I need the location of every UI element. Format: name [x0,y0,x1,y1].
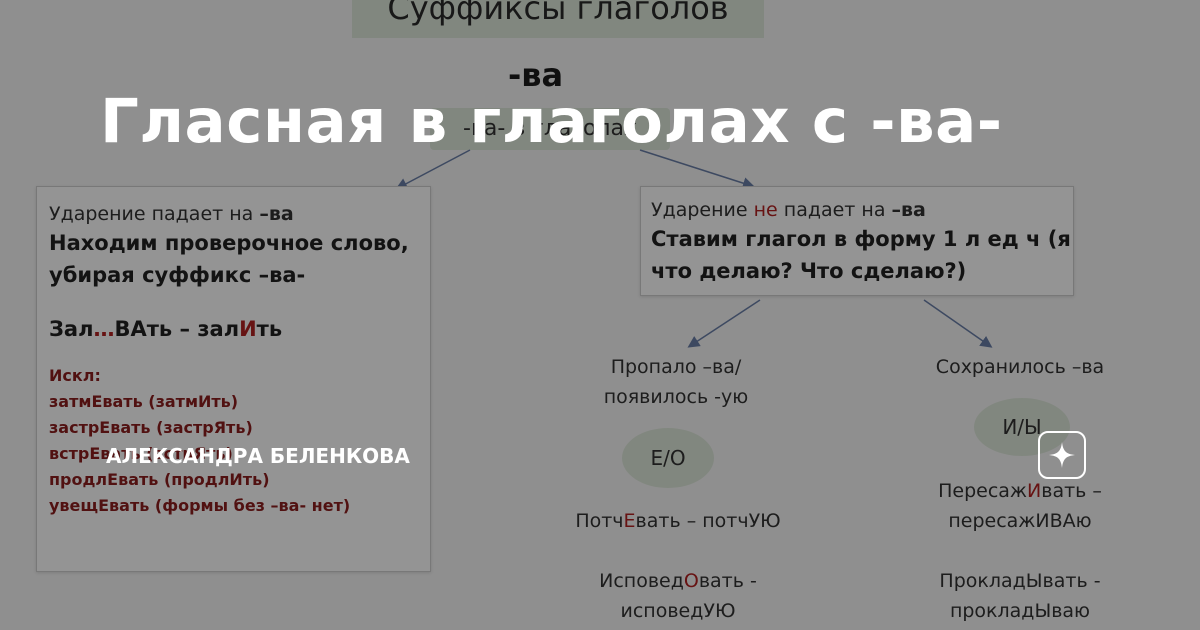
example-part: вать - [698,570,757,592]
diagram-title: Суффиксы глаголов [352,0,764,38]
example-part: Потч [575,510,624,532]
example-line: исповедУЮ [620,600,736,622]
author-name[interactable]: АЛЕКСАНДРА БЕЛЕНКОВА [106,444,410,468]
example-line: ПрокладЫвать - [939,570,1101,592]
stress-suffix: –ва [259,203,294,225]
example-part: ть [256,317,283,341]
example-line: ИсповедОвать - [540,566,816,596]
example-part: вать – [1041,480,1102,502]
example-ispovedovat: ИсповедОвать - исповедУЮ [540,566,816,626]
example-line: Зал…ВАть – залИть [49,313,418,345]
stress-line: Ударение не падает на –ва [651,197,1063,223]
heading-line: появилось -ую [603,386,749,408]
example-part: Пересаж [938,480,1028,502]
exception-item: застрЕвать (застрЯть) [49,418,253,437]
example-gap: … [93,317,115,341]
article-headline[interactable]: Гласная в глаголах с -ва- [100,86,1003,157]
ellipse-i-y: И/Ы [974,398,1070,456]
example-line: ПересажИвать – [910,476,1130,506]
rule-line-2: что делаю? Что сделаю?) [651,259,967,283]
stress-suffix: –ва [891,199,926,221]
arrow-left [395,149,471,190]
example-vowel: И [239,317,257,341]
example-potchevat: ПотчЕвать – потчУЮ [540,506,816,536]
example-vowel: О [683,570,699,592]
rule-line-1: Находим проверочное слово, [49,231,409,255]
branch-heading-right: Сохранилось –ва [910,352,1130,382]
example-vowel: Е [623,510,636,532]
rule-box-stressed: Ударение падает на –ва Находим проверочн… [36,186,431,572]
exception-item: встрЕвать (встрЯть) [49,444,233,463]
exception-item: затмЕвать (затмИть) [49,392,239,411]
arrow-right [639,149,755,189]
heading-line: Сохранилось –ва [935,356,1105,378]
example-part: ВАть – зал [114,317,240,341]
arrow-down-right [923,299,993,348]
arrow-down-left [687,299,761,348]
exception-item: продлЕвать (продлИть) [49,470,270,489]
stress-line: Ударение падает на –ва [49,201,418,227]
ellipse-e-o: Е/О [622,428,714,488]
rule-line-1: Ставим глагол в форму 1 л ед ч (я [651,227,1071,251]
va-label: -ва [508,56,564,94]
root-box: -ва- в глаголах [430,108,670,150]
example-part: Исповед [599,570,684,592]
stress-text: Ударение падает на [49,203,260,225]
exception-item: увещЕвать (формы без –ва- нет) [49,496,351,515]
stress-text: Ударение [651,199,754,221]
heading-line: Пропало –ва/ [610,356,742,378]
example-vowel: И [1027,480,1042,502]
exceptions-title: Искл: [49,366,101,385]
example-prokladyvat: ПрокладЫвать - прокладЫваю [910,566,1130,626]
example-peresazhivat: ПересажИвать – пересажИВАю [910,476,1130,536]
stress-text: падает на [777,199,892,221]
rule-line-2: убирая суффикс –ва- [49,263,306,287]
sparkle-star-icon[interactable] [1038,431,1086,479]
example-part: Зал [49,317,94,341]
example-line: прокладЫваю [949,600,1091,622]
example-line: пересажИВАю [948,510,1092,532]
example-line: ПотчЕвать – потчУЮ [540,506,816,536]
sparkle-star-icon-glyph [1049,442,1075,468]
rule-box-unstressed: Ударение не падает на –ва Ставим глагол … [640,186,1074,296]
example-part: вать – потчУЮ [635,510,781,532]
stress-not: не [753,199,778,221]
branch-heading-left: Пропало –ва/ появилось -ую [560,352,792,412]
